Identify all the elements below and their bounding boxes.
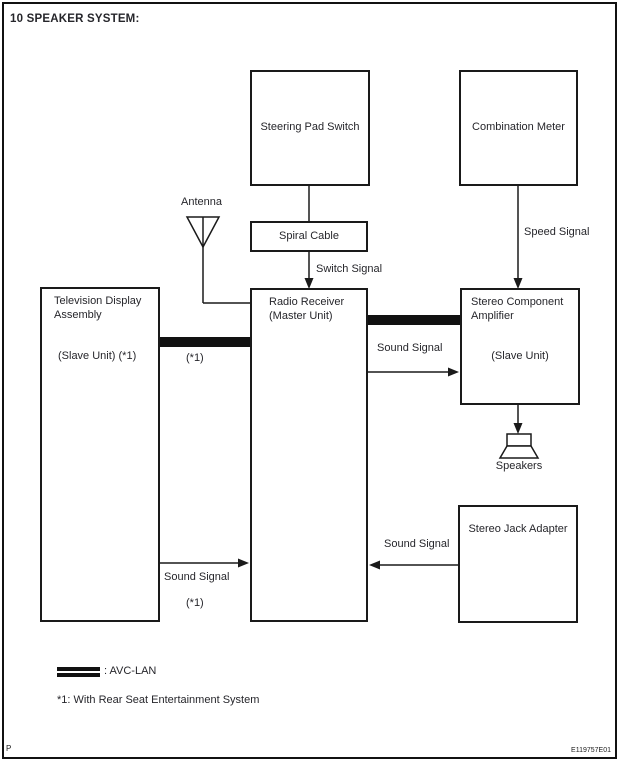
box-stereo-component-amplifier: Stereo Component Amplifier (Slave Unit) <box>460 288 580 405</box>
sound-signal-from-tv-label: Sound Signal <box>164 571 230 583</box>
box-spiral-cable: Spiral Cable <box>250 221 368 252</box>
box-stereo-component-amplifier-title: Stereo Component Amplifier <box>471 296 564 322</box>
switch-signal-label: Switch Signal <box>316 263 383 275</box>
antenna-label: Antenna <box>181 196 222 208</box>
footer-page-marker: P <box>6 744 12 753</box>
box-steering-pad-switch: Steering Pad Switch <box>250 70 370 186</box>
footer-figure-code: E119757E01 <box>571 747 611 754</box>
box-television-display-subtitle: (Slave Unit) (*1) <box>58 350 137 362</box>
box-combination-meter-label: Combination Meter <box>472 121 565 134</box>
footnote-text: *1: With Rear Seat Entertainment System <box>57 694 260 706</box>
box-stereo-component-amplifier-subtitle: (Slave Unit) <box>491 350 549 362</box>
box-television-display-assembly: Television Display Assembly (Slave Unit)… <box>40 287 160 622</box>
box-radio-receiver: Radio Receiver (Master Unit) <box>250 288 368 622</box>
avclan-legend-label: : AVC-LAN <box>104 665 157 677</box>
box-stereo-jack-adapter: Stereo Jack Adapter <box>458 505 578 623</box>
box-radio-receiver-title: Radio Receiver (Master Unit) <box>269 296 345 322</box>
box-steering-pad-switch-label: Steering Pad Switch <box>260 121 360 134</box>
sound-footnote-marker: (*1) <box>186 597 204 609</box>
box-stereo-jack-adapter-label: Stereo Jack Adapter <box>468 523 568 535</box>
box-television-display-title: Television Display Assembly <box>54 295 142 321</box>
sound-signal-to-amp-label: Sound Signal <box>377 342 443 354</box>
box-combination-meter: Combination Meter <box>459 70 578 186</box>
page-title: 10 SPEAKER SYSTEM: <box>10 13 140 25</box>
avclan-footnote-marker: (*1) <box>186 352 204 364</box>
avclan-legend-swatch-icon <box>57 667 100 677</box>
speakers-label: Speakers <box>495 460 543 472</box>
sound-signal-from-jack-label: Sound Signal <box>384 538 450 550</box>
box-spiral-cable-label: Spiral Cable <box>279 229 339 242</box>
speed-signal-label: Speed Signal <box>524 226 590 238</box>
